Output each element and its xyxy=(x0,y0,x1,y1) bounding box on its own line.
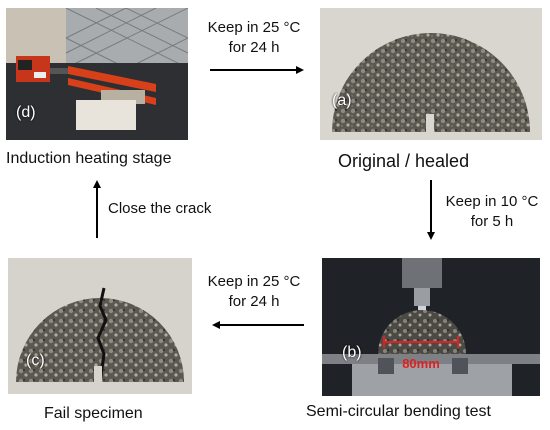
induction-heater-illustration xyxy=(6,8,188,140)
semicircle-specimen-intact xyxy=(320,8,542,140)
panel-label-c: (c) xyxy=(26,352,45,369)
step-line-1: Keep in 25 °C xyxy=(207,273,301,290)
step-label-b-to-c: Keep in 25 °C for 24 h xyxy=(206,272,302,312)
step-line-2: for 24 h xyxy=(228,39,280,56)
panel-label-d: (d) xyxy=(16,104,36,121)
dimension-label: 80mm xyxy=(402,356,440,371)
step-line-2: for 24 h xyxy=(228,293,280,310)
panel-label-a: (a) xyxy=(332,92,352,109)
step-line-1: Keep in 25 °C xyxy=(207,19,301,36)
semicircle-specimen-cracked xyxy=(8,258,192,394)
photo-fail-specimen xyxy=(8,258,192,394)
step-label-d-to-a: Keep in 25 °C for 24 h xyxy=(206,18,302,58)
photo-induction-heating xyxy=(6,8,188,140)
bending-test-rig: 80mm xyxy=(322,258,540,396)
photo-original-healed xyxy=(320,8,542,140)
panel-label-b: (b) xyxy=(342,344,362,361)
caption-induction-heating: Induction heating stage xyxy=(6,150,172,167)
step-line-1: Keep in 10 °C xyxy=(445,193,539,210)
caption-bending-test: Semi-circular bending test xyxy=(306,403,491,420)
step-label-a-to-b: Keep in 10 °C for 5 h xyxy=(440,192,544,232)
step-label-c-to-d: Close the crack xyxy=(108,199,211,219)
step-line-1: Close the crack xyxy=(108,200,212,217)
caption-fail-specimen: Fail specimen xyxy=(44,405,143,422)
photo-bending-test: 80mm xyxy=(322,258,540,396)
caption-original-healed: Original / healed xyxy=(338,151,470,171)
step-line-2: for 5 h xyxy=(470,213,514,230)
